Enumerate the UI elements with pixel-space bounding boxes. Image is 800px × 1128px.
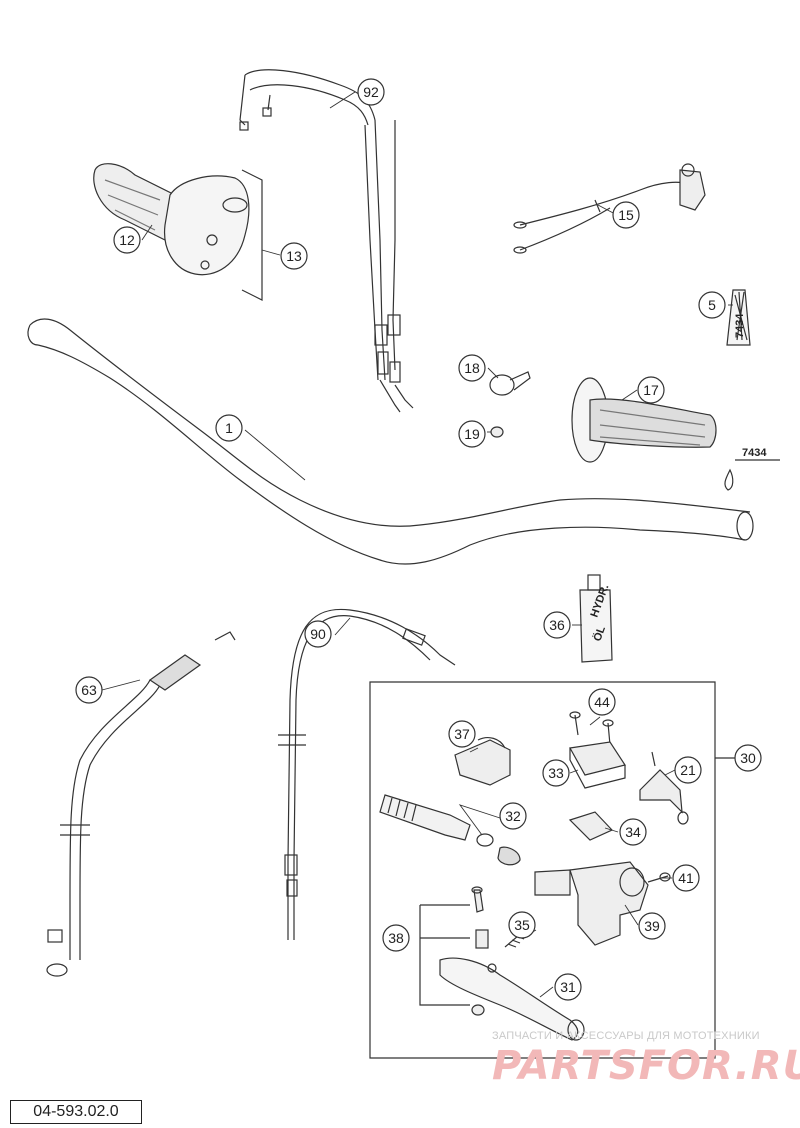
callout-37: 37 [448,720,476,748]
callout-92: 92 [357,78,385,106]
callout-39: 39 [638,912,666,940]
drawing-number: 04-593.02.0 [10,1100,142,1124]
master-cylinder-piston [379,794,521,866]
svg-text:44: 44 [594,694,610,710]
svg-text:92: 92 [363,84,379,100]
clutch-cable [278,608,456,940]
svg-text:18: 18 [464,360,480,376]
callout-13: 13 [280,242,308,270]
callouts: 92 12 13 15 5 1 18 17 19 63 90 36 44 37 … [75,78,762,1001]
handlebar-clamp [454,737,511,786]
callout-30: 30 [734,744,762,772]
svg-text:38: 38 [388,930,404,946]
brake-assembly-frame [369,681,735,1059]
lever-pivot-bolt [419,886,489,1016]
tool-7434 [726,289,751,346]
reservoir-cover-screws [569,711,614,746]
master-cylinder-body [534,861,649,946]
callout-33: 33 [542,759,570,787]
svg-text:37: 37 [454,726,470,742]
svg-text:12: 12 [119,232,135,248]
callout-12: 12 [113,226,141,254]
svg-text:5: 5 [708,297,716,313]
svg-text:21: 21 [680,762,696,778]
bottle-label-line2: ÖL [591,624,609,643]
callout-41: 41 [672,864,700,892]
svg-text:63: 63 [81,682,97,698]
callout-36: 36 [543,611,571,639]
svg-text:30: 30 [740,750,756,766]
small-nut [490,426,504,438]
reservoir-diaphragm [568,811,614,841]
callout-44: 44 [588,688,616,716]
label-7434: 7434 [742,447,767,459]
callout-32: 32 [499,802,527,830]
svg-text:39: 39 [644,918,660,934]
callout-90: 90 [304,620,332,648]
reservoir-cover [569,741,626,789]
callout-17: 17 [637,376,665,404]
svg-text:15: 15 [618,207,634,223]
hydraulic-oil-bottle [579,574,613,663]
svg-text:31: 31 [560,979,576,995]
svg-text:13: 13 [286,248,302,264]
callout-35: 35 [508,911,536,939]
brake-lever [439,957,585,1041]
mounting-bolt [647,872,671,883]
callout-18: 18 [458,354,486,382]
leader-lines [101,91,733,998]
cable-tie [489,371,531,396]
callout-31: 31 [554,973,582,1001]
watermark-brand: PARTSFOR.RU [492,1043,800,1089]
callout-34: 34 [619,818,647,846]
callout-1: 1 [215,414,243,442]
tool-label-7434: 7434 [734,313,746,338]
left-grip [571,377,717,463]
callout-19: 19 [458,420,486,448]
svg-text:19: 19 [464,426,480,442]
svg-text:90: 90 [310,626,326,642]
svg-text:35: 35 [514,917,530,933]
svg-text:1: 1 [225,420,233,436]
kill-switch [513,163,706,254]
svg-text:41: 41 [678,870,694,886]
svg-text:34: 34 [625,824,641,840]
callout-21: 21 [674,756,702,784]
watermark-tagline: ЗАПЧАСТИ И АКСЕССУАРЫ ДЛЯ МОТОТЕХНИКИ [492,1030,760,1042]
return-spring [504,929,526,948]
callout-15: 15 [612,201,640,229]
glue-drop [724,459,780,491]
adjuster-lever [639,751,689,825]
handlebar [27,318,754,565]
svg-text:36: 36 [549,617,565,633]
hydraulic-hose [46,631,236,977]
callout-63: 63 [75,676,103,704]
callout-5: 5 [698,291,726,319]
svg-text:33: 33 [548,765,564,781]
callout-38: 38 [382,924,410,952]
svg-text:32: 32 [505,808,521,824]
throttle-cable-assembly [239,69,414,413]
svg-text:17: 17 [643,382,659,398]
throttle-grip [93,163,263,301]
